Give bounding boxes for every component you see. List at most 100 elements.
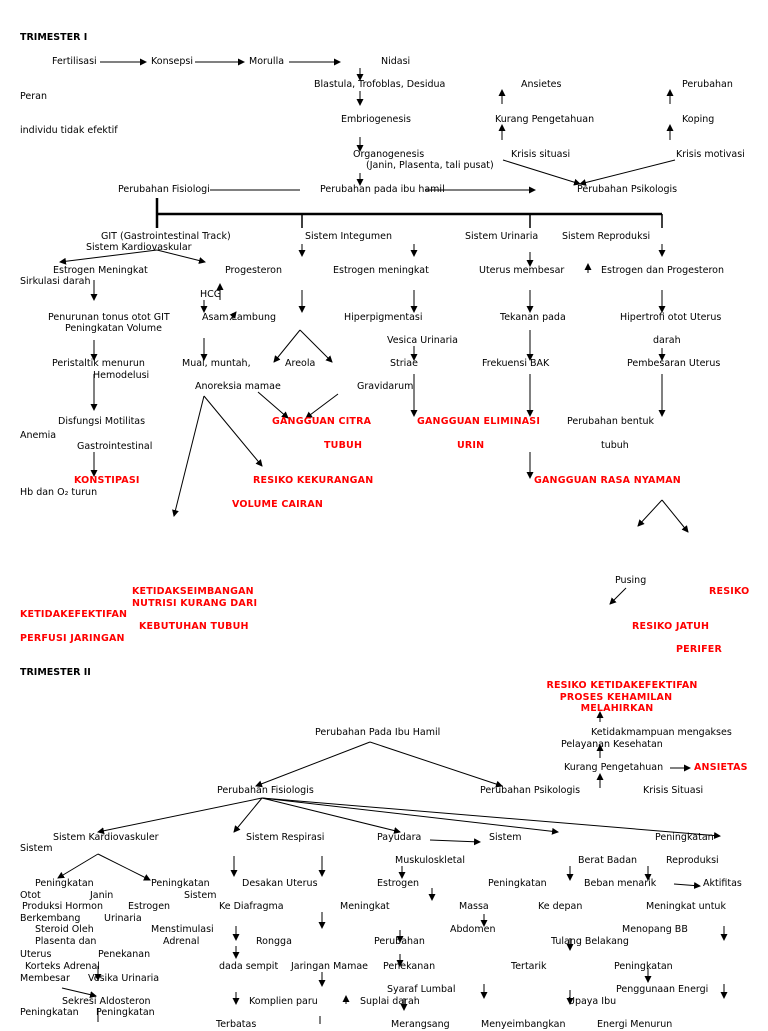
- node-darah: darah: [653, 335, 681, 346]
- node-estrogen: Estrogen: [377, 878, 420, 889]
- node-sistem-2: Sistem: [489, 832, 522, 843]
- node-jaringan-mamae: Jaringan Mamae: [291, 961, 369, 972]
- node-plasenta: Plasenta dan: [35, 936, 97, 947]
- node-adrenal: Adrenal: [163, 936, 200, 947]
- diagnosis-resiko-proses-2: PROSES KEHAMILAN: [559, 692, 673, 703]
- node-ke-depan: Ke depan: [538, 901, 583, 912]
- node-berkembang: Berkembang: [20, 913, 81, 924]
- node-kurang-pengetahuan-2: Kurang Pengetahuan: [564, 762, 664, 773]
- node-individu: individu tidak efektif: [20, 125, 118, 136]
- diagnosis-gangguan-citra-2: TUBUH: [324, 440, 363, 451]
- node-peningkatan-3: Peningkatan: [151, 878, 210, 889]
- node-urinaria: Urinaria: [104, 913, 142, 924]
- node-vesika: Vesika Urinaria: [88, 973, 160, 984]
- diagnosis-gangguan-eliminasi-2: URIN: [457, 440, 485, 451]
- node-organogenesis: Organogenesis: [353, 149, 425, 160]
- node-beban-menarik: Beban menarik: [584, 878, 657, 889]
- node-peningkatan-7: Peningkatan: [96, 1007, 155, 1018]
- diagnosis-resiko-kekurangan: RESIKO KEKURANGAN: [253, 475, 374, 486]
- node-blastula: Blastula, Trofoblas, Desidua: [314, 79, 446, 90]
- node-peningkatan-5: Peningkatan: [614, 961, 673, 972]
- node-estrogen-2: Estrogen: [128, 901, 171, 912]
- node-menyeimbangkan: Menyeimbangkan: [481, 1019, 566, 1030]
- diagnosis-ansietas: ANSIETAS: [694, 762, 748, 773]
- node-penggunaan-energi: Penggunaan Energi: [616, 984, 709, 995]
- node-krisis-situasi: Krisis situasi: [511, 149, 571, 160]
- diagnosis-gangguan-rasa-nyaman: GANGGUAN RASA NYAMAN: [534, 475, 681, 486]
- node-janin: Janin: [90, 890, 114, 901]
- node-energi-menurun: Energi Menurun: [597, 1019, 673, 1030]
- node-frekuensi: Frekuensi BAK: [482, 358, 550, 369]
- node-penekanan-2: Penekanan: [383, 961, 436, 972]
- node-suplai-darah: Suplai darah: [360, 996, 420, 1007]
- node-anemia: Anemia: [20, 430, 57, 441]
- node-komplien-paru: Komplien paru: [249, 996, 318, 1007]
- node-estrogen-meningkat-2: Estrogen meningkat: [333, 265, 429, 276]
- diagnosis-resiko-proses: RESIKO KETIDAKEFEKTIFAN: [546, 680, 698, 691]
- node-hb: Hb dan O₂ turun: [20, 487, 98, 498]
- diagnosis-resiko-kekurangan-2: VOLUME CAIRAN: [232, 499, 324, 510]
- diagnosis-ketidakseimbangan-2: NUTRISI KURANG DARI: [132, 598, 258, 609]
- node-upaya-ibu: Upaya Ibu: [568, 996, 617, 1007]
- node-peristaltik: Peristaltik menurun: [52, 358, 145, 369]
- node-hcg: HCG: [200, 289, 222, 300]
- node-peningkatan-6: Peningkatan: [20, 1007, 79, 1018]
- node-konsepsi: Konsepsi: [151, 56, 194, 67]
- diagnosis-resiko: RESIKO: [709, 586, 750, 597]
- node-asam-lambung: Asam Lambung: [202, 312, 277, 323]
- node-estrogen-progesteron: Estrogen dan Progesteron: [601, 265, 724, 276]
- diagnosis-resiko-proses-3: MELAHIRKAN: [580, 703, 654, 714]
- node-sistem-kardiovaskuler: Sistem Kardiovaskuler: [53, 832, 159, 843]
- node-perubahan-ibu-2: Perubahan Pada Ibu Hamil: [315, 727, 441, 738]
- node-syaraf-lumbal: Syaraf Lumbal: [387, 984, 456, 995]
- node-uterus-membesar: Uterus membesar: [479, 265, 565, 276]
- node-penurunan-tonus: Penurunan tonus otot GIT: [48, 312, 170, 323]
- node-abdomen: Abdomen: [450, 924, 496, 935]
- node-perubahan-3: Perubahan: [374, 936, 425, 947]
- node-sistem-kardio: Sistem Kardiovaskular: [86, 242, 192, 253]
- diagnosis-konstipasi: KONSTIPASI: [74, 475, 140, 486]
- node-sirkulasi: Sirkulasi darah: [20, 276, 91, 287]
- node-hiperpigmentasi: Hiperpigmentasi: [344, 312, 423, 323]
- trimester-2-heading: TRIMESTER II: [20, 667, 91, 678]
- node-meningkat-untuk: Meningkat untuk: [646, 901, 726, 912]
- node-embriogenesis: Embriogenesis: [341, 114, 411, 125]
- node-payudara: Payudara: [377, 832, 422, 843]
- node-muskuloskletal: Muskuloskletal: [395, 855, 465, 866]
- node-terbatas: Terbatas: [216, 1019, 257, 1030]
- node-peningkatan-2: Peningkatan: [35, 878, 94, 889]
- diagnosis-gangguan-citra: GANGGUAN CITRA: [272, 416, 372, 427]
- diagnosis-ketidakseimbangan-3: KEBUTUHAN TUBUH: [139, 621, 249, 632]
- node-anoreksia: Anoreksia mamae: [195, 381, 281, 392]
- node-sistem-reproduksi: Sistem Reproduksi: [562, 231, 651, 242]
- node-gravidarum: Gravidarum: [357, 381, 414, 392]
- node-dada-sempit: dada sempit: [219, 961, 279, 972]
- node-nidasi: Nidasi: [381, 56, 411, 67]
- node-krisis-motivasi: Krisis motivasi: [676, 149, 745, 160]
- node-progesteron: Progesteron: [225, 265, 282, 276]
- node-sistem: Sistem: [20, 843, 53, 854]
- diagnosis-ketidakefektifan-2: PERFUSI JARINGAN: [20, 633, 125, 644]
- node-mual: Mual, muntah,: [182, 358, 251, 369]
- node-perubahan-fisiologi: Perubahan Fisiologi: [118, 184, 210, 195]
- node-rongga: Rongga: [256, 936, 292, 947]
- node-pembesaran-uterus: Pembesaran Uterus: [627, 358, 721, 369]
- node-peningkatan-4: Peningkatan: [488, 878, 547, 889]
- node-vesica: Vesica Urinaria: [387, 335, 458, 346]
- node-peningkatan-volume: Peningkatan Volume: [65, 323, 163, 334]
- node-tertarik: Tertarik: [511, 961, 547, 972]
- node-tulang-belakang: Tulang Belakang: [551, 936, 629, 947]
- diagnosis-gangguan-eliminasi: GANGGUAN ELIMINASI: [417, 416, 541, 427]
- node-produksi-hormon: Produksi Hormon: [22, 901, 104, 912]
- node-perubahan-bentuk: Perubahan bentuk: [567, 416, 655, 427]
- node-sistem-3: Sistem: [184, 890, 217, 901]
- node-tubuh: tubuh: [601, 440, 629, 451]
- node-git: GIT (Gastrointestinal Track): [101, 231, 231, 242]
- node-massa: Massa: [459, 901, 489, 912]
- diagnosis-perifer: PERIFER: [676, 644, 722, 655]
- node-reproduksi: Reproduksi: [666, 855, 719, 866]
- node-menstimulasi: Menstimulasi: [151, 924, 214, 935]
- node-desakan-uterus: Desakan Uterus: [242, 878, 318, 889]
- node-perubahan-fisiologis: Perubahan Fisiologis: [217, 785, 314, 796]
